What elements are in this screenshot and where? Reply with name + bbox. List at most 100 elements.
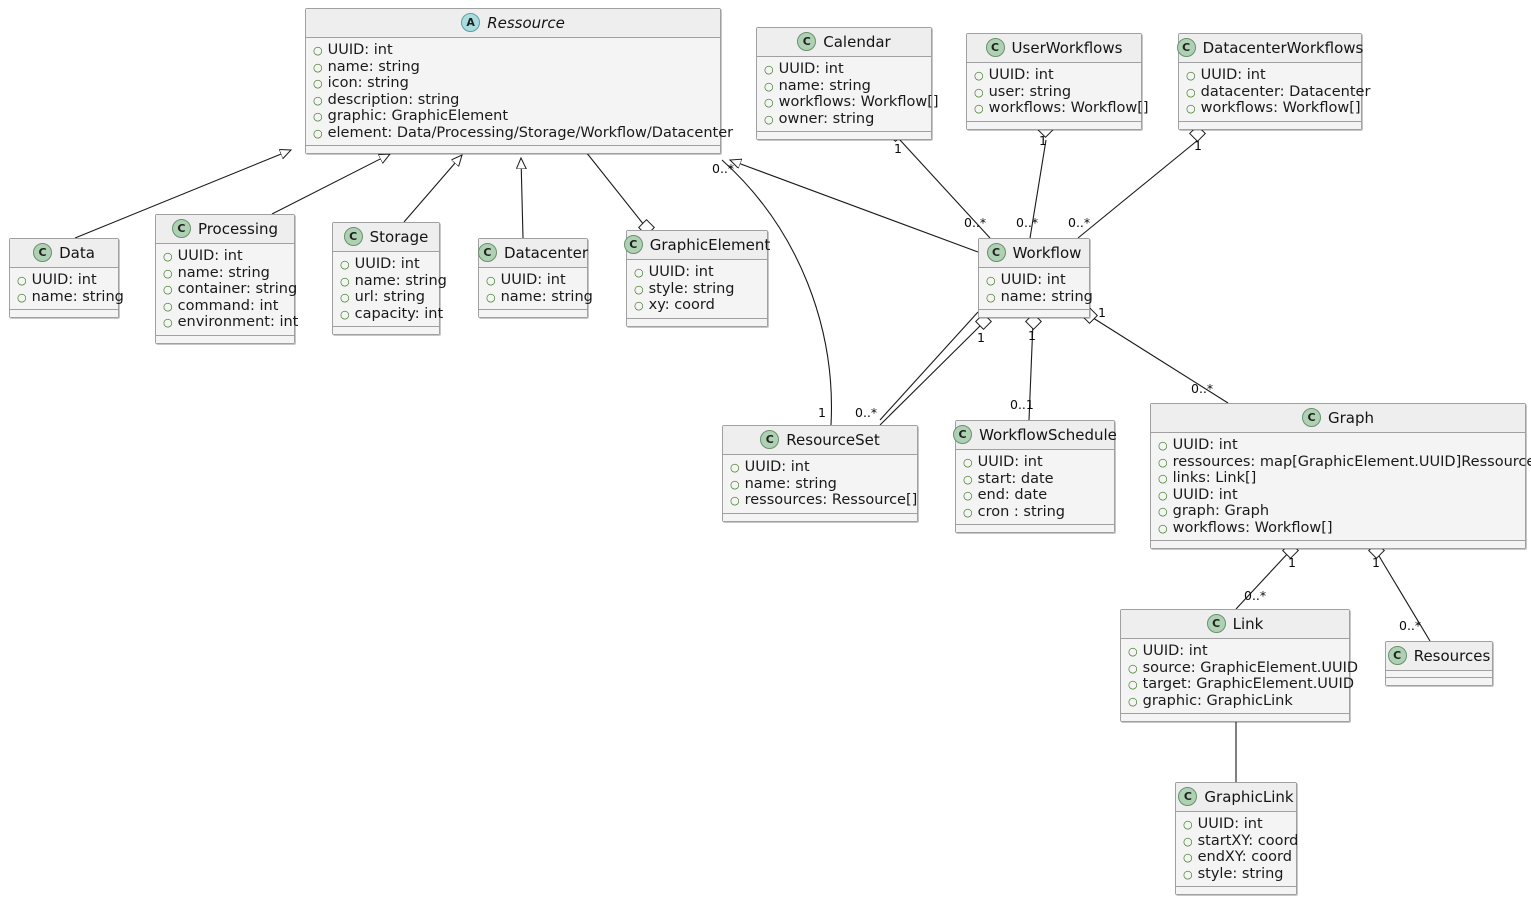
attribute-text: end: date (977, 487, 1048, 503)
class-methods-resourceset (723, 513, 917, 521)
class-icon: C (1176, 38, 1196, 57)
visibility-public-icon: ○ (963, 472, 973, 486)
attribute-text: UUID: int (1142, 643, 1208, 659)
multiplicity-label-m-resources-0n: 0..* (1399, 618, 1422, 633)
visibility-public-icon: ○ (486, 274, 496, 287)
attribute-row: ○UUID: int (1128, 643, 1342, 660)
visibility-public-icon: ○ (730, 494, 740, 507)
class-methods-datacenter (479, 310, 587, 317)
visibility-public-icon: ○ (1158, 472, 1168, 485)
attribute-text: UUID: int (177, 248, 243, 264)
attribute-row: ○icon: string (313, 75, 713, 92)
attribute-row: ○UUID: int (963, 454, 1107, 471)
attribute-text: UUID: int (1172, 437, 1238, 453)
class-icon: C (1301, 408, 1321, 427)
multiplicity-label-m-wf-graph-1: 1 (1098, 305, 1106, 320)
visibility-public-icon: ○ (340, 258, 350, 271)
attribute-row: ○ressources: Ressource[] (730, 492, 917, 509)
visibility-public-icon: ○ (163, 266, 173, 280)
attribute-row: ○source: GraphicElement.UUID (1128, 660, 1358, 677)
edge-datacenterworkflows-aggregates-workflow (1077, 139, 1199, 239)
visibility-public-icon: ○ (313, 126, 323, 140)
multiplicity-label-m-wf-user-0n: 0..* (1016, 215, 1039, 230)
class-icon: C (1387, 646, 1407, 665)
class-name-graphiclink: GraphicLink (1204, 787, 1294, 806)
attribute-row: ○UUID: int (730, 459, 910, 476)
visibility-public-icon: ○ (974, 102, 984, 115)
class-methods-userworkflows (967, 121, 1141, 129)
attribute-row: ○UUID: int (1158, 437, 1518, 454)
attribute-text: environment: int (177, 314, 299, 330)
attribute-row: ○url: string (340, 289, 432, 306)
visibility-public-icon: ○ (634, 266, 644, 279)
multiplicity-label-m-graph-0n: 0..* (1191, 381, 1214, 396)
class-name-data: Data (59, 243, 95, 262)
multiplicity-label-m-sched-01: 0..1 (1010, 397, 1034, 412)
class-attributes-calendar: ○UUID: int○name: string○workflows: Workf… (757, 57, 939, 132)
class-attributes-resources (1386, 671, 1492, 678)
attribute-row: ○workflows: Workflow[] (764, 94, 939, 111)
attribute-text: graphic: GraphicElement (327, 108, 509, 124)
class-methods-graphiclink (1176, 887, 1296, 894)
attribute-text: endXY: coord (1197, 849, 1292, 865)
multiplicity-label-m-resset-0n: 0..* (855, 405, 878, 420)
multiplicity-label-m-graph-res-1: 1 (1372, 555, 1380, 570)
class-methods-graph (1151, 541, 1525, 548)
visibility-public-icon: ○ (1186, 85, 1196, 99)
visibility-public-icon: ○ (764, 112, 774, 126)
attribute-row: ○owner: string (764, 111, 924, 128)
class-name-datacenterworkflows: DatacenterWorkflows (1202, 38, 1364, 57)
attribute-row: ○UUID: int (486, 272, 580, 289)
attribute-row: ○ links: Link[] (1158, 470, 1518, 487)
visibility-public-icon: ○ (340, 274, 350, 288)
attribute-text: startXY: coord (1197, 832, 1299, 849)
class-methods-storage (333, 327, 439, 334)
attribute-text: container: string (177, 281, 298, 297)
attribute-text: UUID: int (354, 256, 420, 272)
attribute-text: style: string (1197, 865, 1284, 882)
class-methods-ressource (306, 146, 720, 153)
visibility-public-icon: ○ (634, 299, 644, 312)
visibility-public-icon: ○ (1183, 867, 1193, 881)
attribute-text: graphic: GraphicLink (1142, 692, 1293, 709)
attribute-row: ○ xy: coord (634, 297, 760, 314)
attribute-text: UUID: int (744, 459, 810, 475)
class-icon: C (985, 38, 1005, 57)
class-methods-workflowschedule (956, 525, 1114, 532)
class-name-datacenter: Datacenter (503, 243, 589, 262)
attribute-row: ○element: Data/Processing/Storage/Workfl… (313, 125, 733, 142)
class-attributes-graphiclink: ○UUID: int○startXY: coord○endXY: coord○s… (1176, 812, 1299, 887)
attribute-row: ○workflows: Workflow[] (1186, 100, 1361, 117)
attribute-text: links: Link[] (1172, 470, 1257, 486)
attribute-row: ○workflows: Workflow[] (974, 100, 1149, 117)
visibility-public-icon: ○ (340, 307, 350, 321)
visibility-public-icon: ○ (1158, 488, 1168, 502)
attribute-text: user: string (988, 83, 1072, 100)
class-icon: C (33, 243, 53, 262)
multiplicity-label-m-link-0n: 0..* (1244, 588, 1267, 603)
attribute-text: xy: coord (648, 297, 715, 313)
visibility-public-icon: ○ (313, 77, 323, 90)
attribute-row: ○UUID: int (17, 272, 111, 289)
attribute-text: UUID: int (1200, 67, 1266, 83)
attribute-text: UUID: int (1000, 272, 1066, 288)
